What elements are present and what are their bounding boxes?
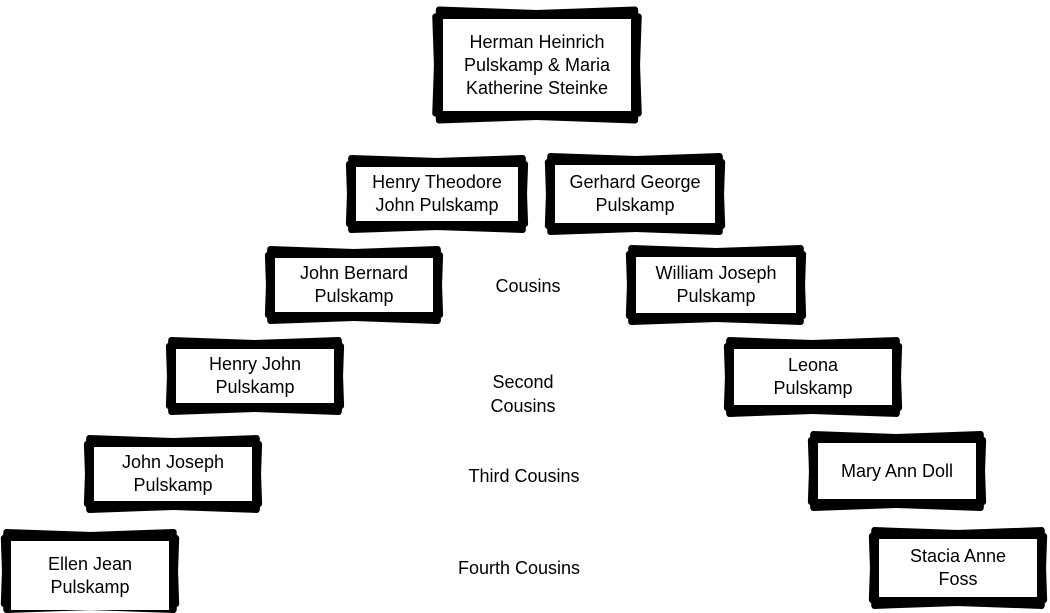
right-great-grandchild-box: Leona Pulskamp — [723, 336, 903, 418]
right-grandchild-name: William Joseph Pulskamp — [655, 263, 777, 306]
ancestor-name: Herman Heinrich Pulskamp & Maria Katheri… — [463, 31, 611, 98]
relationship-cousins: Cousins — [495, 276, 561, 296]
right-child-name: Gerhard George Pulskamp — [569, 172, 701, 215]
left-child-name: Henry Theodore John Pulskamp — [372, 172, 502, 215]
right-great-grandchild-name: Leona Pulskamp — [773, 355, 853, 398]
relationship-fourth-cousins: Fourth Cousins — [457, 558, 581, 578]
left-gen6-name: Ellen Jean Pulskamp — [47, 553, 133, 597]
relationship-third-cousins: Third Cousins — [468, 466, 580, 486]
left-grandchild-box: John Bernard Pulskamp — [264, 245, 444, 325]
right-gen6-name: Stacia Anne Foss — [909, 546, 1007, 589]
left-gen5-name: John Joseph Pulskamp — [121, 452, 225, 495]
left-gen5-box: John Joseph Pulskamp — [83, 434, 263, 514]
right-grandchild-box: William Joseph Pulskamp — [625, 244, 807, 326]
left-child-box: Henry Theodore John Pulskamp — [345, 154, 529, 234]
right-child-box: Gerhard George Pulskamp — [544, 152, 726, 236]
ancestor-box: Herman Heinrich Pulskamp & Maria Katheri… — [432, 6, 642, 124]
relationship-second-cousins: Second Cousins — [490, 372, 556, 416]
right-gen5-name: Mary Ann Doll — [840, 460, 954, 481]
left-great-grandchild-name: Henry John Pulskamp — [208, 354, 302, 397]
left-gen6-box: Ellen Jean Pulskamp — [0, 528, 180, 613]
right-gen5-box: Mary Ann Doll — [807, 430, 987, 512]
right-gen6-box: Stacia Anne Foss — [868, 526, 1048, 610]
left-great-grandchild-box: Henry John Pulskamp — [165, 336, 345, 416]
left-grandchild-name: John Bernard Pulskamp — [299, 263, 409, 306]
